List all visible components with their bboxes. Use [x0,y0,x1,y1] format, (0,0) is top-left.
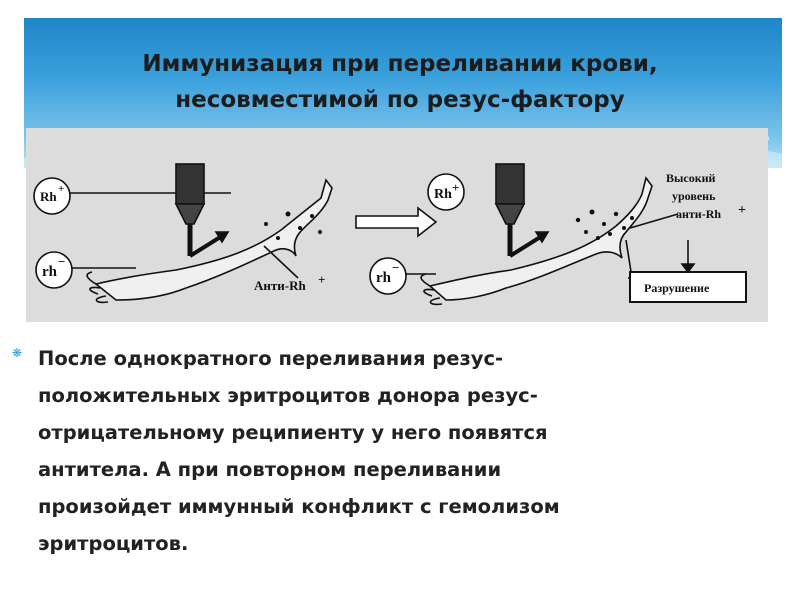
rh-negative-sign-left: − [58,254,65,269]
body-line: произойдет иммунный конфликт с гемолизом [38,495,560,518]
body-paragraph: После однократного переливания резус- по… [38,340,738,562]
bullet-icon: ❋ [12,346,23,360]
rh-positive-label-left: Rh [40,189,57,204]
rh-positive-circle-left [33,177,71,215]
hand-right [420,273,443,306]
blood-cells-right [575,209,634,240]
high-level-line-3: анти-Rh [676,207,721,221]
body-line: отрицательному реципиенту у него появятс… [38,421,548,444]
slide-title: Иммунизация при переливании крови, несов… [40,46,760,118]
funnel-left [174,203,206,225]
rh-negative-circle-left [35,251,73,289]
body-line: антитела. А при повторном переливании [38,458,502,481]
title-line-1: Иммунизация при переливании крови, [142,51,658,77]
destruction-label: Разрушение [644,281,710,295]
antibody-label-left: Анти-Rh [254,278,306,293]
rh-negative-sign-right: − [392,260,399,275]
funnel-right [494,203,526,225]
arm-left [94,178,333,301]
body-line: положительных эритроцитов донора резус- [38,384,538,407]
needle-left [188,234,224,258]
high-level-pointer [629,213,679,229]
body-line: После однократного переливания резус- [38,347,504,370]
blood-bag-left [175,163,205,205]
transfusion-diagram: Rh + rh − Анти-Rh + Rh + rh − Высокий ур… [26,128,768,322]
antibody-pointer-left [263,245,299,279]
transition-arrow [355,206,438,238]
destruction-arrow-head [680,263,696,274]
rh-negative-label-left: rh [42,264,58,280]
blood-cells-left [264,211,322,240]
blood-bag-right [495,163,525,205]
rh-positive-sign-right: + [452,180,459,195]
rh-positive-circle-right [427,173,465,211]
rh-positive-label-right: Rh [434,187,452,202]
rh-positive-sign-left: + [58,183,64,195]
title-line-2: несовместимой по резус-фактору [175,87,625,113]
needle-right [508,234,544,258]
needle-tip-right [534,231,550,244]
antibody-sign-left: + [318,272,325,287]
needle-tip-left [214,231,230,244]
rh-negative-circle-right [369,257,407,295]
high-level-sign: + [738,203,746,218]
body-line: эритроцитов. [38,532,189,555]
diagram-svg: Rh + rh − Анти-Rh + Rh + rh − Высокий ур… [33,163,747,306]
hand-left [86,271,109,304]
arm-right [428,176,653,301]
high-level-line-1: Высокий [666,171,716,185]
rh-negative-label-right: rh [376,270,392,286]
high-level-line-2: уровень [672,189,716,203]
